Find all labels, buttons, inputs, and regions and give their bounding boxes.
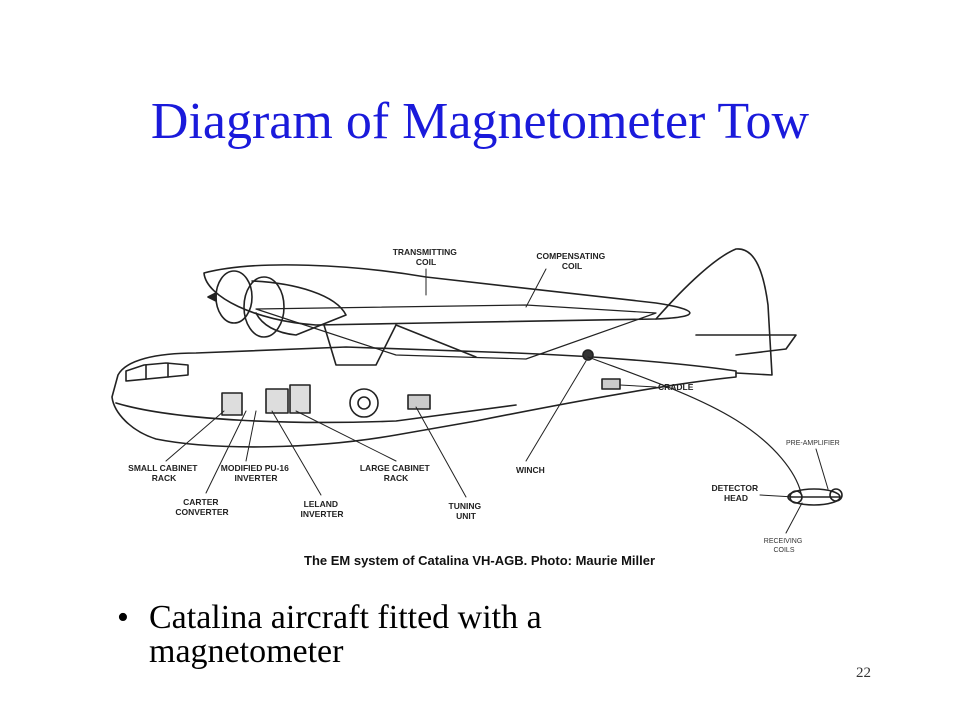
tail-fin [655,248,773,376]
transmitting-coil-loop [255,304,657,360]
label-compensating-coil: COMPENSATING COIL [536,251,607,271]
label-pre-amplifier: PRE-AMPLIFIER [786,440,840,447]
small-cabinet-rack [221,392,243,416]
hull-keel-line [115,402,517,424]
wheel [349,388,379,418]
label-winch: WINCH [516,465,545,475]
cradle-box [601,378,621,390]
detector-bird [787,488,843,506]
tail-plane [695,334,797,356]
tow-cable [587,356,802,494]
label-receiving-coils: RECEIVING COILS [764,538,804,554]
aircraft-drawing: TRANSMITTING COIL COMPENSATING COIL CRAD… [111,247,843,568]
large-cabinet-rack [289,384,311,414]
diagram-caption: The EM system of Catalina VH-AGB. Photo:… [304,553,655,568]
label-cradle: CRADLE [658,382,694,392]
magnetometer-tow-diagram: TRANSMITTING COIL COMPENSATING COIL CRAD… [96,225,876,575]
slide-title: Diagram of Magnetometer Tow [150,93,810,150]
label-modified-inverter: MODIFIED PU-16 INVERTER [221,463,291,483]
engine-right [243,276,285,338]
bullet-symbol: • [117,599,129,636]
label-detector-head: DETECTOR HEAD [712,483,761,503]
label-large-cabinet-rack: LARGE CABINET RACK [360,463,432,483]
tuning-unit-box [407,394,431,410]
label-carter-converter: CARTER CONVERTER [175,497,228,517]
label-tuning-unit: TUNING UNIT [449,501,484,521]
label-leland-inverter: LELAND INVERTER [301,499,344,519]
cockpit-windows [125,362,189,382]
modified-inverter-box [265,388,289,414]
bullet-text: Catalina aircraft fitted with a magnetom… [149,599,542,670]
wing-pylon [323,324,397,366]
label-transmitting-coil: TRANSMITTING COIL [393,247,460,267]
page-number: 22 [856,665,871,681]
label-small-cabinet-rack: SMALL CABINET RACK [128,463,200,483]
